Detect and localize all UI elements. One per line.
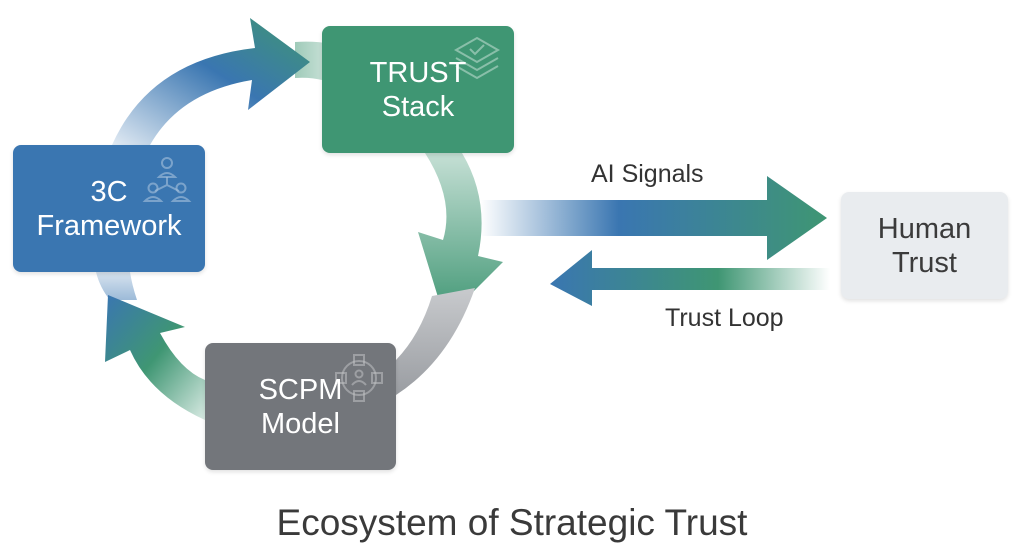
scpm-model-label-line1: SCPM <box>258 373 343 406</box>
cycle-band-bottom <box>396 288 475 395</box>
org-hierarchy-icon <box>142 157 192 202</box>
layers-check-icon <box>453 36 501 80</box>
network-hub-icon <box>335 354 383 402</box>
trust-stack-label-line2: Stack <box>381 90 455 123</box>
human-trust-label-line2: Trust <box>892 246 957 279</box>
cycle-arrow-3c-to-trust <box>112 18 310 145</box>
human-trust-node[interactable]: Human Trust <box>841 192 1008 299</box>
3c-framework-label-line1: 3C <box>90 175 128 208</box>
ai-signals-label: AI Signals <box>591 160 704 188</box>
diagram-title: Ecosystem of Strategic Trust <box>276 502 748 543</box>
3c-framework-label-line2: Framework <box>36 209 182 242</box>
trust-stack-node[interactable]: TRUST Stack <box>322 26 514 153</box>
cycle-arrow-trust-to-scpm <box>418 153 503 320</box>
scpm-model-label-line2: Model <box>261 407 340 440</box>
scpm-model-node[interactable]: SCPM Model <box>205 343 396 470</box>
3c-framework-node[interactable]: 3C Framework <box>13 145 205 272</box>
trust-stack-label-line1: TRUST <box>369 56 467 89</box>
trust-loop-arrow <box>550 250 830 306</box>
human-trust-label-line1: Human <box>877 212 972 245</box>
trust-loop-label: Trust Loop <box>665 304 784 332</box>
cycle-arrow-scpm-to-3c <box>105 295 205 420</box>
cycle-band-left-up <box>96 272 137 300</box>
ai-signals-arrow <box>480 176 827 260</box>
